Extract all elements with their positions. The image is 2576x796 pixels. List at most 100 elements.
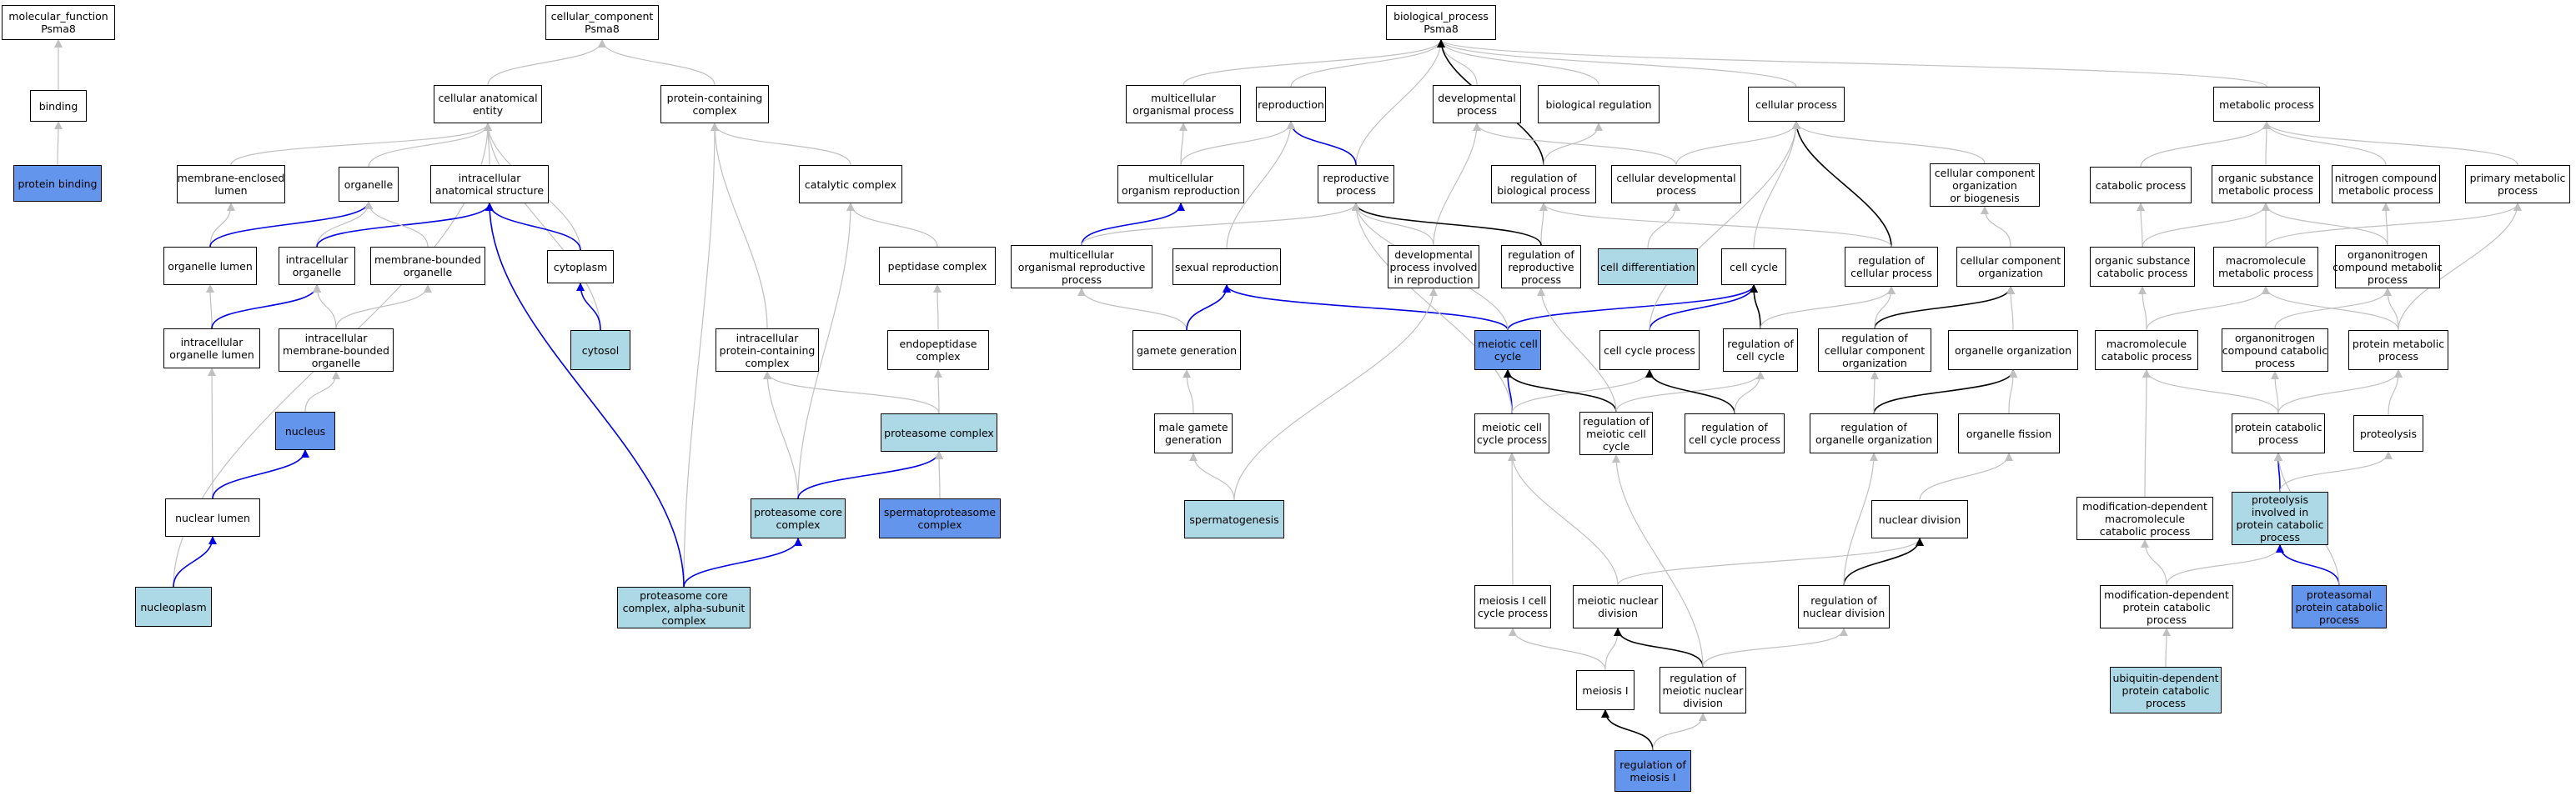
edge-is-a-cae-to-cc_root: [487, 39, 606, 86]
node-label-line: intracellular: [304, 331, 368, 344]
node-label-line: cycle process: [1476, 433, 1548, 446]
node-label-line: regulation of: [1508, 248, 1574, 261]
node-label-line: meiotic cell: [1586, 427, 1646, 440]
edge-is-a-oscp-to-osmp: [2142, 203, 2270, 248]
edge-part-of-reproproc-to-reproduction: [1287, 121, 1357, 166]
edge-is-a-pcc-to-cc_root: [598, 39, 716, 86]
node-label-line: process: [1061, 273, 1102, 286]
node-proteolysis: proteolysis: [2353, 415, 2423, 452]
node-label-line: process: [2497, 184, 2538, 197]
edge-is-a-macrocat-to-macromp: [2146, 286, 2270, 331]
edge-part-of-nucleoplasm-to-nuc_lumen: [173, 536, 217, 588]
node-label-line: spermatoproteasome: [883, 506, 997, 518]
edge-is-a-oncmp-to-ncmp: [2382, 203, 2391, 246]
edge-is-a-protcat-to-onccp: [2271, 371, 2280, 414]
node-label-line: membrane-bounded: [283, 343, 389, 357]
node-label-line: primary metabolic: [2469, 172, 2566, 184]
edge-is-a-intra_org-to-organelle: [316, 201, 373, 248]
edge-part-of-prot_core-to-proteasome: [797, 451, 943, 499]
edge-is-a-metproc-to-bp_root: [1437, 39, 2267, 88]
node-label-line: catabolic process: [2096, 267, 2188, 279]
edge-is-a-meioticccp-to-reproproc: [1352, 203, 1513, 414]
node-label-line: macromolecule: [2106, 338, 2187, 350]
node-reproduction: reproduction: [1256, 87, 1326, 122]
node-organelle: organelle: [339, 167, 399, 202]
node-label-line: spermatogenesis: [1189, 513, 1279, 526]
node-label-line: complex: [917, 518, 962, 531]
node-label-line: peptidase complex: [887, 259, 987, 273]
node-label-line: organonitrogen: [2234, 331, 2316, 344]
edge-is-a-org_lumen-to-mel: [209, 203, 235, 248]
node-label-line: meiosis I: [1582, 683, 1629, 697]
node-label: nucleoplasm: [140, 601, 206, 613]
node-label-line: biological process: [1497, 184, 1590, 197]
edge-part-of-ccp-to-cellcycle: [1649, 284, 1758, 331]
edge-regulates-regnucdiv-to-nucdiv: [1843, 538, 1924, 586]
node-label-line: process involved: [1389, 260, 1478, 273]
node-label: peptidase complex: [888, 260, 987, 273]
edge-is-a-mdpcp-to-pipcp: [2166, 544, 2284, 586]
node-label-line: organism reproduction: [1122, 184, 1240, 197]
edge-is-a-macromp-to-pmp: [2265, 203, 2522, 248]
edge-is-a-dpir-to-devproc: [1433, 123, 1481, 246]
node-label: biological regulation: [1545, 98, 1651, 111]
edge-is-a-alpha-to-pcc: [683, 123, 719, 588]
edge-is-a-regnucdiv-to-regorgorg: [1843, 453, 1878, 586]
node-label-line: meiotic cell: [1478, 338, 1538, 350]
node-label-line: compound catabolic: [2222, 343, 2328, 357]
node-label-line: modification-dependent: [2104, 588, 2229, 601]
node-label-line: reproduction: [1258, 98, 1324, 111]
node-label-line: protein catabolic: [2122, 600, 2211, 613]
edge-is-a-spermatogenesis-to-dpir: [1233, 288, 1438, 501]
node-label-line: protein catabolic: [2122, 683, 2210, 697]
edge-is-a-organelle-to-cae: [368, 123, 492, 168]
edge-part-of-alpha-to-prot_core: [683, 538, 802, 588]
node-label: cellular process: [1755, 98, 1837, 111]
edge-is-a-ncmp-to-metproc: [2262, 121, 2387, 166]
edge-is-a-mbo-to-organelle: [364, 201, 429, 248]
node-label-line: protein binding: [18, 177, 98, 190]
node-spermatogenesis: spermatogenesis: [1184, 500, 1284, 538]
edge-is-a-regcell-to-regbio: [1539, 203, 1892, 248]
node-label: catabolic process: [2096, 179, 2187, 192]
edge-part-of-morp-to-mor: [1081, 203, 1185, 246]
node-label-line: catalytic complex: [804, 178, 897, 191]
edge-is-a-iol-to-org_lumen: [206, 284, 215, 329]
node-label-line: cellular component: [1824, 343, 1926, 357]
edge-regulates-regmnd-to-mnd: [1614, 628, 1704, 668]
node-label-line: reproductive: [1508, 260, 1574, 273]
node-label-line: process: [2378, 350, 2419, 363]
edge-is-a-nuc_lumen-to-iol: [208, 368, 217, 499]
edge-is-a-ubiq-to-mdpcp: [2162, 628, 2171, 668]
node-label-line: cellular developmental: [1616, 172, 1736, 184]
edge-is-a-reproduction-to-bp_root: [1290, 39, 1445, 88]
node-label: nuclear lumen: [175, 512, 250, 524]
node-label-line: metabolic process: [2338, 184, 2433, 197]
node-label-line: reproductive: [1323, 172, 1389, 184]
node-label-line: intracellular: [458, 172, 521, 184]
node-label-line: proteolysis: [2359, 427, 2418, 440]
